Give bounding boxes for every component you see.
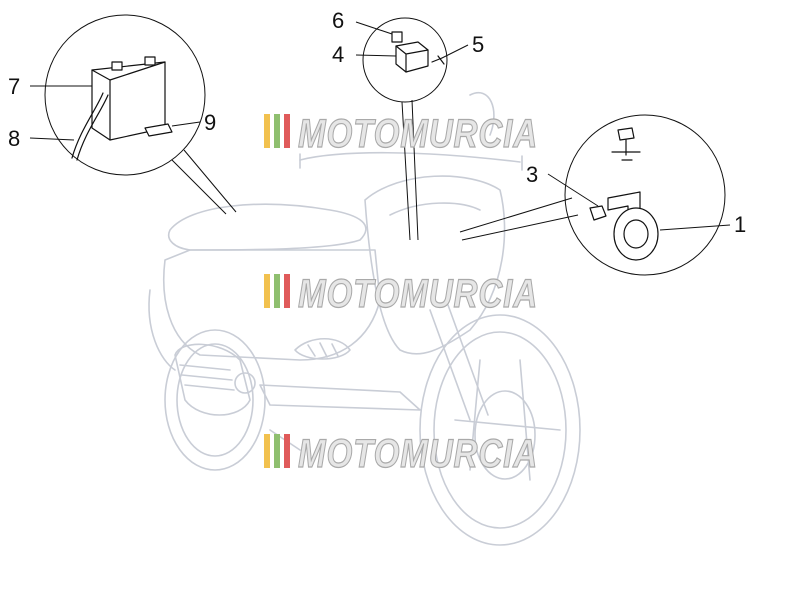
watermark-text: MOTOMURCIA bbox=[298, 112, 538, 156]
watermark-stripe bbox=[274, 434, 280, 468]
watermark-stripe bbox=[264, 274, 270, 308]
watermark-bottom: MOTOMURCIA bbox=[264, 431, 538, 477]
battery-detail-circle bbox=[44, 14, 206, 176]
watermark-stripe bbox=[284, 114, 290, 148]
relay-assembly bbox=[391, 31, 445, 73]
watermark-stripe bbox=[264, 434, 270, 468]
callout-4: 4 bbox=[332, 42, 344, 67]
horn-detail-circle bbox=[564, 114, 726, 276]
callout-5: 5 bbox=[472, 32, 484, 57]
callout-6: 6 bbox=[332, 8, 344, 33]
horn-assembly bbox=[589, 127, 659, 261]
callout-3: 3 bbox=[526, 162, 538, 187]
callout-1: 1 bbox=[734, 212, 746, 237]
watermark-top: MOTOMURCIA bbox=[264, 111, 538, 157]
battery-assembly bbox=[71, 56, 173, 161]
watermark-stripe bbox=[284, 434, 290, 468]
relay-detail-circle bbox=[362, 17, 448, 103]
watermark-text: MOTOMURCIA bbox=[298, 272, 538, 316]
callout-7: 7 bbox=[8, 74, 20, 99]
part-labels: 6 4 5 7 8 9 3 1 bbox=[8, 8, 746, 237]
scooter-outline bbox=[148, 92, 581, 546]
detail-callouts bbox=[44, 14, 726, 276]
watermark-stripe bbox=[284, 274, 290, 308]
callout-8: 8 bbox=[8, 126, 20, 151]
watermark-stripe bbox=[274, 274, 280, 308]
watermark-middle: MOTOMURCIA bbox=[264, 271, 538, 317]
callout-9: 9 bbox=[204, 110, 216, 135]
watermark-text: MOTOMURCIA bbox=[298, 432, 538, 476]
watermark-stripe bbox=[274, 114, 280, 148]
watermark-stripe bbox=[264, 114, 270, 148]
